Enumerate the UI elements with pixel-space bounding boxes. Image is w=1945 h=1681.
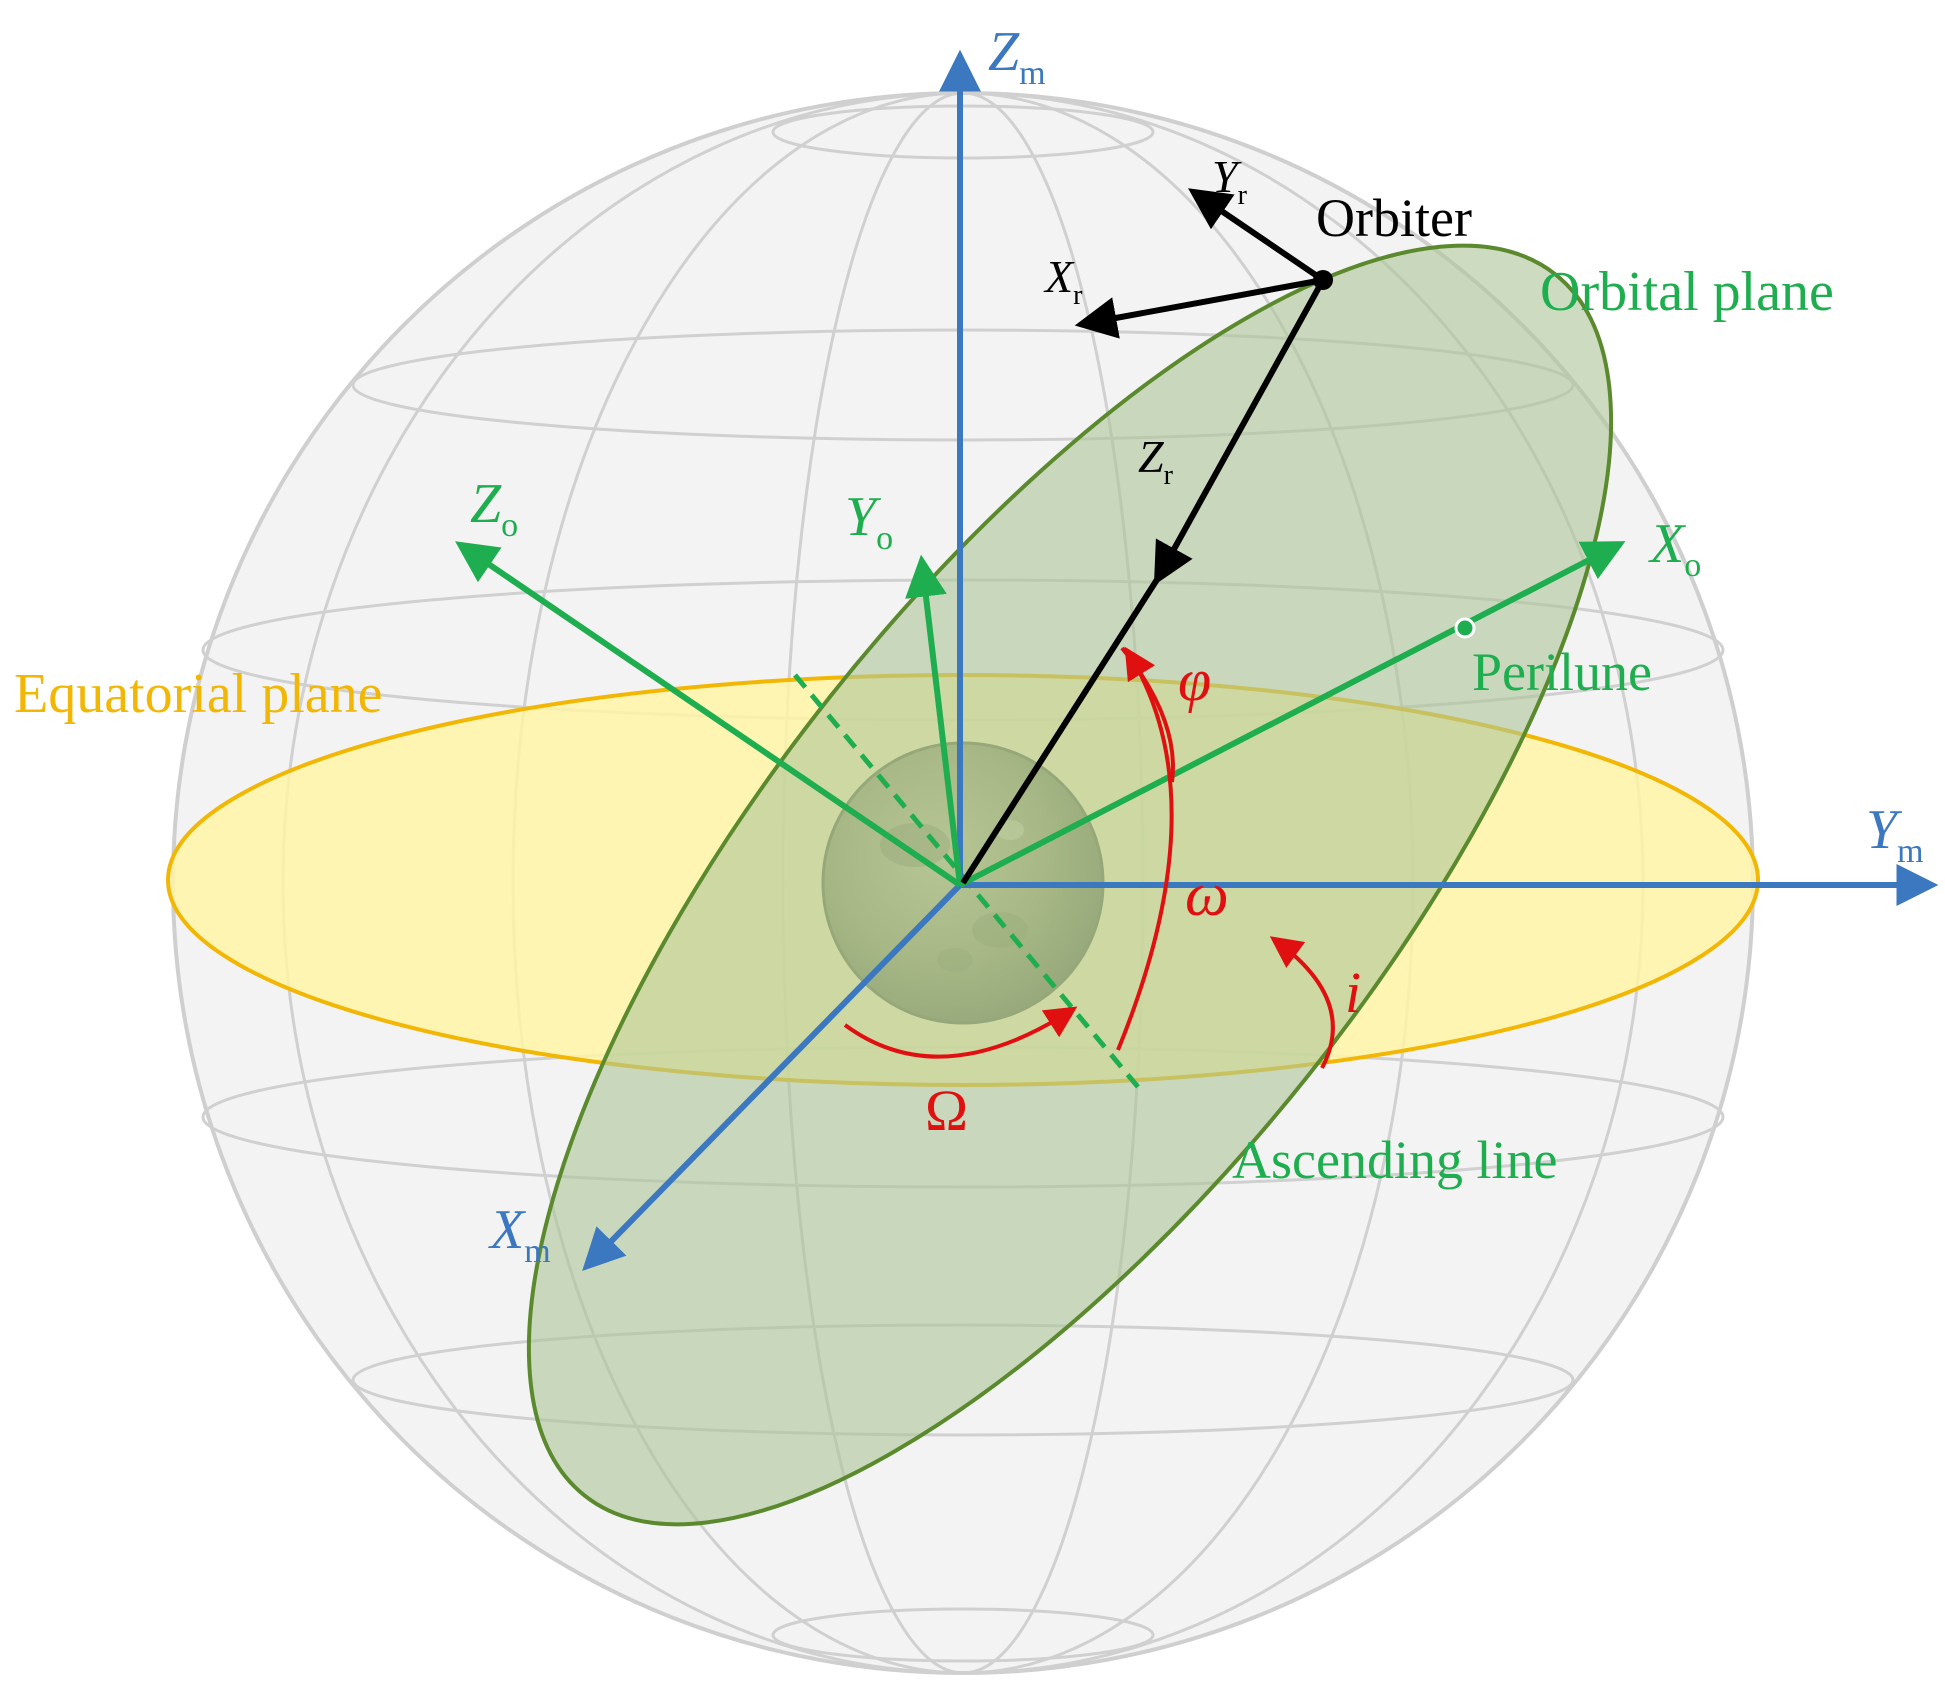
xo-label: Xo [1648, 513, 1701, 584]
yr-label: Yr [1212, 151, 1248, 211]
zr-axis [1153, 278, 1326, 586]
orbiter-frame [960, 188, 1333, 885]
inclination-label: i [1345, 960, 1361, 1025]
ascending-line-label: Ascending line [1232, 1130, 1557, 1190]
yo-axis [905, 554, 963, 886]
equatorial-plane-label: Equatorial plane [14, 663, 383, 725]
perilune-label: Perilune [1472, 642, 1652, 702]
omega-small-arc [1116, 646, 1174, 1051]
xr-label: Xr [1043, 251, 1083, 311]
yo-label: Yo [845, 486, 893, 557]
phi-label: φ [1178, 647, 1211, 713]
orbiter-radius-line [960, 576, 1161, 885]
omega-capital-label: Ω [925, 1078, 968, 1143]
zo-label: Zo [470, 473, 518, 544]
xr-axis [1074, 277, 1324, 339]
labels: Zm Ym Xm Zo Yo Xo Xr Yr Zr Orbiter Orbit… [14, 21, 1924, 1270]
orbital-plane-label: Orbital plane [1540, 261, 1834, 323]
ym-label: Ym [1866, 799, 1924, 870]
orbiter-label: Orbiter [1316, 188, 1472, 248]
zo-axis [455, 541, 962, 888]
moon-fixed-axes [582, 49, 1939, 1272]
zm-label: Zm [988, 21, 1046, 92]
omega-capital-arc [843, 1006, 1078, 1059]
yr-axis [1188, 188, 1325, 283]
phi-arc [1120, 646, 1175, 783]
orbiter-point [1313, 270, 1333, 290]
xm-axis [582, 882, 963, 1272]
orbital-axes [455, 541, 1626, 888]
zr-label: Zr [1138, 431, 1174, 491]
omega-small-label: ω [1185, 861, 1229, 929]
perilune-point [1454, 617, 1476, 639]
xo-axis [958, 541, 1626, 888]
inclination-arc [1269, 936, 1335, 1069]
angle-arcs [843, 646, 1335, 1069]
xm-label: Xm [488, 1199, 551, 1270]
